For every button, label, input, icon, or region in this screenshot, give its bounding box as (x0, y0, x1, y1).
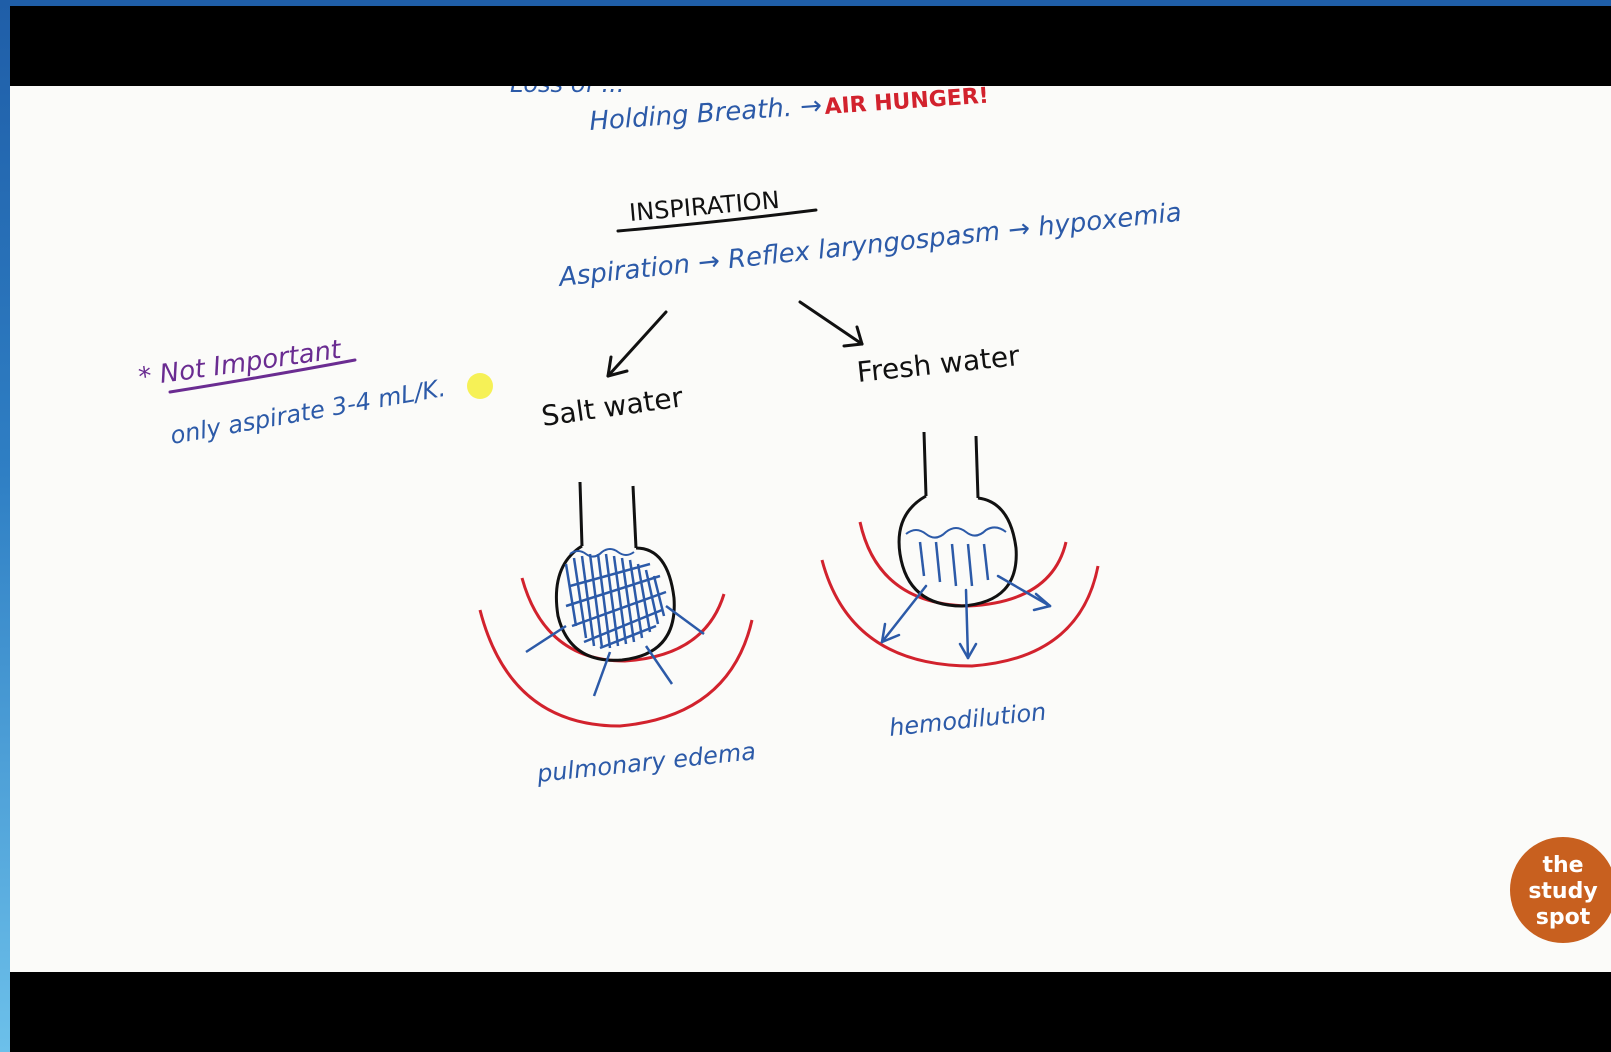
fluid-surface-wave (906, 527, 1006, 537)
whiteboard: Loss of ... Holding Breath. → AIR HUNGER… (10, 86, 1611, 972)
hemodilution-label: hemodilution (888, 698, 1048, 742)
airway-left-wall (580, 482, 582, 546)
fluid-outflow-arrows (882, 576, 1050, 658)
dense-fluid-hatching (566, 554, 666, 648)
study-spot-logo: the study spot (1510, 837, 1611, 943)
top-letterbox-bar (10, 6, 1611, 86)
top-partial-text: Loss of ... (510, 86, 624, 98)
airway-right-wall (633, 486, 636, 548)
outer-capillary-wall (822, 560, 1098, 666)
salt-water-label: Salt water (539, 380, 685, 433)
alveolus-outline (899, 496, 1016, 606)
airway-right-wall (976, 436, 978, 498)
not-important-note: * Not Important (137, 335, 344, 393)
right-branch-arrow (800, 302, 862, 346)
logo-line-1: the (1542, 853, 1583, 878)
logo-line-2: study (1528, 879, 1597, 904)
fresh-water-label: Fresh water (855, 339, 1021, 389)
left-branch-arrow (608, 312, 666, 376)
sparse-fluid-hatching (920, 542, 988, 586)
air-hunger-text: AIR HUNGER! (824, 86, 990, 120)
cursor-highlight (467, 373, 493, 399)
fluid-surface-wave (570, 549, 634, 557)
airway-left-wall (924, 432, 926, 496)
inspiration-heading: INSPIRATION (628, 186, 781, 227)
bottom-letterbox-bar (10, 972, 1611, 1052)
pulmonary-edema-label: pulmonary edema (535, 737, 757, 788)
salt-water-alveolus-diagram (480, 482, 752, 726)
logo-line-3: spot (1536, 905, 1591, 930)
whiteboard-drawing: Loss of ... Holding Breath. → AIR HUNGER… (10, 86, 1611, 972)
fresh-water-alveolus-diagram (822, 432, 1098, 666)
